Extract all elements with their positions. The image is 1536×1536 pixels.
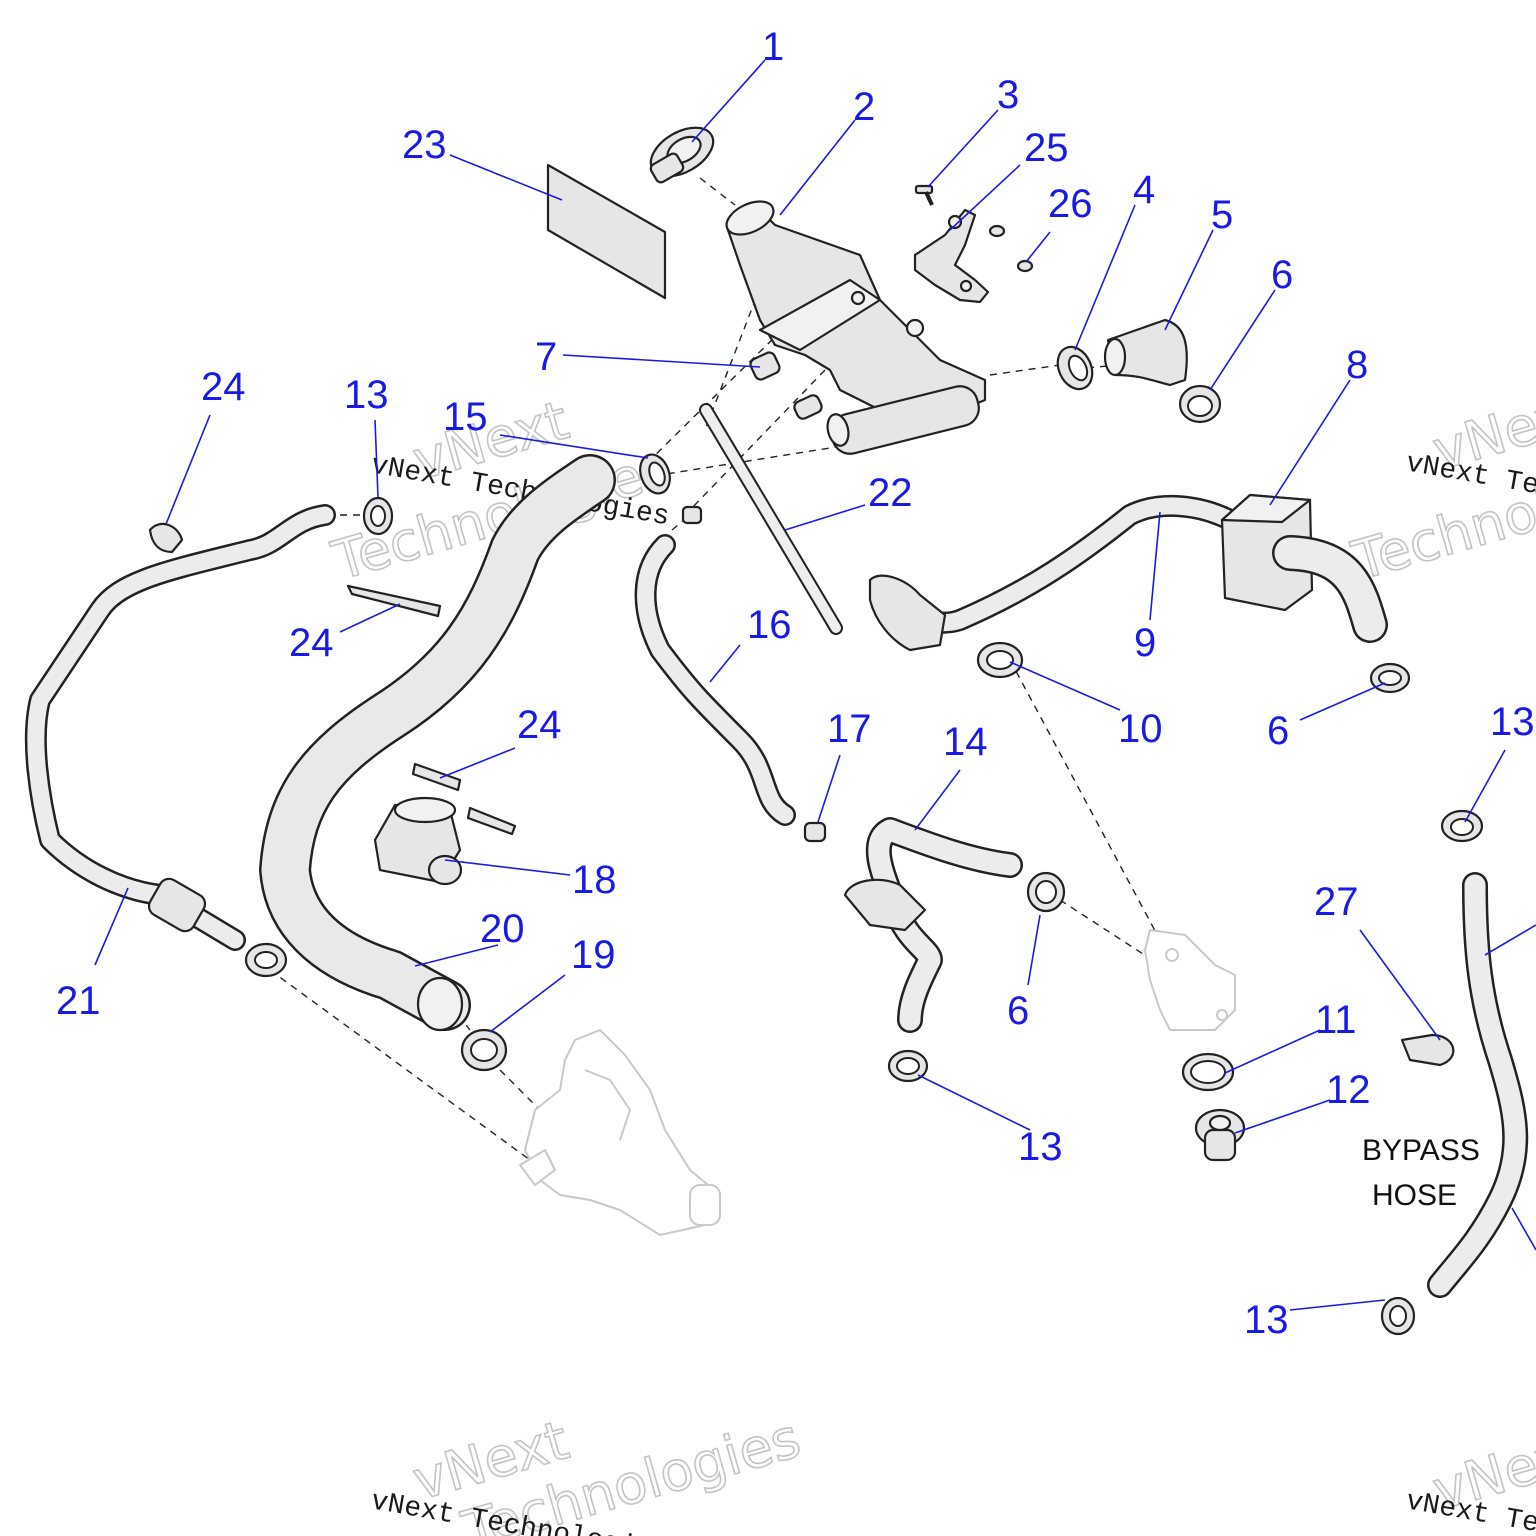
part-26-nut — [988, 224, 1034, 273]
part-5-elbow-hose — [1103, 318, 1188, 387]
part-6-hose-clamp — [1369, 662, 1411, 694]
part-4-hose-clamp — [1056, 345, 1094, 391]
callout-11: 11 — [1315, 998, 1357, 1042]
part-20-hose — [259, 454, 616, 1032]
callout-6: 6 — [1267, 709, 1289, 753]
callout-19: 19 — [571, 933, 616, 977]
part-24-cable-tie — [148, 522, 184, 554]
callout-9: 9 — [1134, 621, 1156, 665]
callout-26: 26 — [1048, 182, 1093, 226]
callout-10: 10 — [1118, 707, 1163, 751]
part-25-mounting-bracket — [913, 208, 990, 304]
callout-6: 6 — [1271, 253, 1293, 297]
callout-14: 14 — [943, 720, 988, 764]
bypass-hose — [1427, 872, 1529, 1298]
part-8-heat-exchanger — [1220, 493, 1388, 643]
bypass-hose-label: BYPASS HOSE — [1362, 1134, 1480, 1212]
callout-3: 3 — [997, 73, 1019, 117]
part-3-screw — [914, 184, 934, 206]
part-15-hose-clamp — [639, 453, 671, 495]
callout-22: 22 — [868, 471, 913, 515]
callout-13: 13 — [1490, 700, 1535, 744]
part-7-grommet — [749, 351, 823, 420]
callout-18: 18 — [572, 858, 617, 902]
part-2-coolant-tank — [725, 200, 987, 455]
ghost-water-pump — [519, 1029, 721, 1236]
part-18-hose-coupler — [373, 796, 463, 886]
callout-15: 15 — [443, 395, 488, 439]
part-17-fitting — [681, 505, 827, 843]
callout-24: 24 — [289, 621, 334, 665]
callout-6: 6 — [1007, 989, 1029, 1033]
part-12-thermostat — [1194, 1108, 1246, 1162]
part-13-hose-clamp — [1440, 809, 1484, 843]
callout-23: 23 — [402, 123, 447, 167]
part-1-radiator-cap — [649, 126, 715, 184]
part-24-cable-tie — [411, 762, 517, 836]
callout-4: 4 — [1133, 168, 1155, 212]
part-6-hose-clamp — [1178, 384, 1222, 424]
callout-5: 5 — [1211, 193, 1233, 237]
part-13-hose-clamp — [887, 1049, 929, 1083]
part-13-hose-clamp — [362, 496, 394, 536]
callout-17: 17 — [827, 707, 872, 751]
callout-7: 7 — [535, 335, 557, 379]
part-10-hose-clamp — [976, 641, 1024, 679]
part-16-hose — [634, 534, 796, 826]
part-19-hose-clamp — [460, 1028, 508, 1072]
callout-16: 16 — [747, 603, 792, 647]
callout-21: 21 — [56, 979, 101, 1023]
part-6-hose-clamp — [1026, 871, 1066, 913]
part-24-cable-tie — [346, 584, 442, 618]
callout-12: 12 — [1326, 1068, 1371, 1112]
callout-1: 1 — [762, 25, 784, 69]
bypass-label-line2: HOSE — [1372, 1179, 1457, 1212]
part-21-clamp — [244, 942, 288, 978]
part-27-hose-clip — [1400, 1033, 1455, 1067]
callout-13: 13 — [344, 373, 389, 417]
callout-27: 27 — [1314, 880, 1359, 924]
bypass-label-line1: BYPASS — [1362, 1134, 1480, 1167]
callouts: 1 2 3 4 5 6 7 8 9 10 6 11 12 13 13 13 13… — [56, 25, 1535, 1342]
callout-13: 13 — [1244, 1298, 1289, 1342]
part-22-overflow-tube — [699, 403, 843, 635]
callout-24: 24 — [517, 703, 562, 747]
part-23-label-plate — [546, 163, 667, 300]
callout-8: 8 — [1346, 343, 1368, 387]
part-9-hose — [868, 495, 1241, 652]
part-14-hose — [843, 817, 1023, 1033]
part-11-o-ring — [1181, 1052, 1235, 1092]
callout-20: 20 — [480, 907, 525, 951]
ghost-thermostat-housing — [1144, 929, 1236, 1031]
part-13-hose-clamp — [1380, 1296, 1416, 1336]
callout-2: 2 — [853, 85, 875, 129]
leader-lines — [94, 59, 1536, 1311]
part-21-hose — [24, 504, 336, 951]
callout-25: 25 — [1024, 126, 1069, 170]
callout-13: 13 — [1018, 1125, 1063, 1169]
callout-24: 24 — [201, 365, 246, 409]
